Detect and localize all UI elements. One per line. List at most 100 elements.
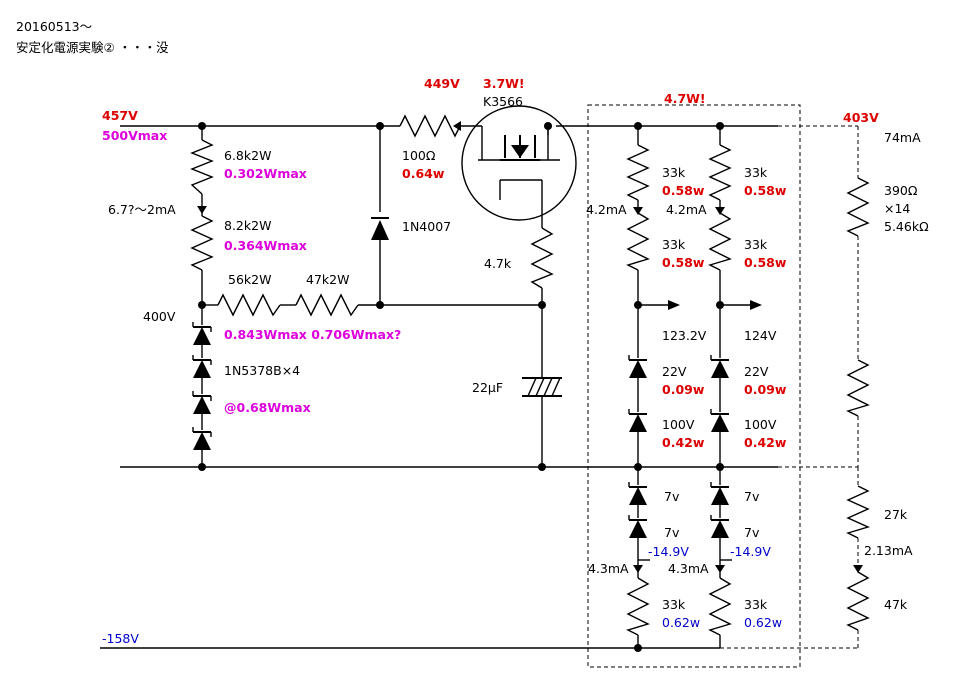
label-left-123v: 123.2V: [662, 328, 707, 343]
resistor-47k2w: [295, 293, 359, 317]
label-56k: 56k2W: [228, 272, 271, 287]
label-left-22v-power: 0.09w: [662, 382, 705, 397]
label-bleed-current: 6.7?〜2mA: [108, 202, 176, 217]
label-100-power: 0.64w: [402, 166, 445, 181]
label-right-7v-b: 7v: [744, 525, 760, 540]
label-right-124v: 124V: [744, 328, 777, 343]
label-56k-47k-power: 0.843Wmax 0.706Wmax?: [224, 327, 401, 342]
label-27k: 27k: [884, 507, 908, 522]
label-right-33k-bottom: 33k: [744, 597, 768, 612]
labels: 20160513〜 安定化電源実験② ・・・没 457V 500Vmax 6.8…: [16, 19, 929, 646]
label-right-100v-power: 0.42w: [744, 435, 787, 450]
label-47k2w: 47k2W: [306, 272, 349, 287]
label-right-power-mid: 0.58w: [744, 255, 787, 270]
label-6k8: 6.8k2W: [224, 148, 271, 163]
label-1n4007: 1N4007: [402, 219, 451, 234]
resistor-33k-right-bottom: [708, 577, 732, 636]
load-wiring: [587, 104, 859, 668]
label-right-100v: 100V: [744, 417, 777, 432]
label-403v: 403V: [843, 110, 879, 125]
label-right-33k-mid: 33k: [744, 237, 768, 252]
label-right-current: 4.2mA: [666, 202, 707, 217]
mosfet-k3566: [461, 105, 577, 221]
resistor-27k: [846, 485, 870, 539]
label-right-minus-14v9: -14.9V: [730, 544, 771, 559]
resistor-33k-right-top: [708, 144, 732, 201]
label-left-current: 4.2mA: [586, 202, 627, 217]
label-zener-power: @0.68Wmax: [224, 400, 311, 415]
label-minus-158v: -158V: [102, 631, 139, 646]
resistor-4k7: [530, 227, 554, 289]
label-4k7: 4.7k: [484, 256, 512, 271]
label-left-power-mid: 0.58w: [662, 255, 705, 270]
label-left-7v-b: 7v: [664, 525, 680, 540]
label-right-power-bottom: 0.62w: [744, 615, 782, 630]
label-74ma: 74mA: [884, 130, 921, 145]
resistor-390-bottom: [846, 359, 870, 417]
label-box-power: 4.7W!: [664, 91, 706, 106]
arrow-right-current: [715, 207, 725, 215]
resistor-33k-left-top: [626, 144, 650, 201]
arrow-out-124v: [750, 300, 762, 310]
label-right-bottom-current: 4.3mA: [668, 561, 709, 576]
label-400v: 400V: [143, 309, 176, 324]
label-left-22v: 22V: [662, 364, 687, 379]
label-fet: K3566: [483, 94, 523, 109]
label-right-33k-top: 33k: [744, 165, 768, 180]
junction-dots: [198, 122, 724, 652]
label-100-ohm: 100Ω: [402, 148, 436, 163]
label-zener-ref: 1N5378B×4: [224, 363, 300, 378]
label-390-ohm: 390Ω: [884, 183, 918, 198]
arrows: [197, 121, 863, 573]
label-390-count: ×14: [884, 201, 910, 216]
arrow-right-bottom-current: [715, 565, 725, 573]
resistor-8k2: [190, 215, 214, 271]
label-left-minus-14v9: -14.9V: [648, 544, 689, 559]
label-6k8-power: 0.302Wmax: [224, 166, 307, 181]
label-fet-power: 3.7W!: [483, 76, 525, 91]
label-left-100v: 100V: [662, 417, 695, 432]
resistor-390-top: [846, 177, 870, 237]
label-2-13ma: 2.13mA: [864, 543, 913, 558]
resistor-47k: [846, 571, 870, 631]
label-457v: 457V: [102, 108, 138, 123]
arrow-bleed-current: [197, 206, 207, 214]
label-left-33k-bottom: 33k: [662, 597, 686, 612]
label-47k: 47k: [884, 597, 908, 612]
resistor-33k-left-mid: [626, 212, 650, 271]
wiring: [100, 125, 778, 649]
resistor-33k-left-bottom: [626, 577, 650, 636]
resistor-100-ohm: [399, 114, 461, 138]
label-left-power-top: 0.58w: [662, 183, 705, 198]
diode-1n4007: [371, 217, 389, 240]
resistor-6k8: [190, 139, 214, 195]
zener-column-right: [710, 355, 729, 538]
arrow-out-123v: [668, 300, 680, 310]
label-left-33k-mid: 33k: [662, 237, 686, 252]
arrow-left-bottom-current: [633, 565, 643, 573]
header-date: 20160513〜: [16, 19, 92, 34]
header-title: 安定化電源実験② ・・・没: [16, 40, 169, 55]
label-left-power-bottom: 0.62w: [662, 615, 700, 630]
zener-stack-1n5378: [192, 322, 212, 450]
label-500vmax: 500Vmax: [102, 128, 167, 143]
label-right-7v-a: 7v: [744, 489, 760, 504]
label-22uf: 22μF: [472, 380, 503, 395]
label-right-power-top: 0.58w: [744, 183, 787, 198]
resistor-33k-right-mid: [708, 212, 732, 271]
label-left-7v-a: 7v: [664, 489, 680, 504]
label-449v: 449V: [424, 76, 460, 91]
label-left-33k-top: 33k: [662, 165, 686, 180]
label-right-22v-power: 0.09w: [744, 382, 787, 397]
arrow-left-current: [633, 207, 643, 215]
heat-box: [587, 104, 801, 668]
label-8k2: 8.2k2W: [224, 218, 271, 233]
label-right-22v: 22V: [744, 364, 769, 379]
zener-column-left: [628, 355, 647, 538]
arrow-449v: [453, 121, 461, 131]
resistors: [190, 114, 870, 636]
label-left-100v-power: 0.42w: [662, 435, 705, 450]
resistor-56k: [217, 293, 281, 317]
label-5k46: 5.46kΩ: [884, 219, 929, 234]
